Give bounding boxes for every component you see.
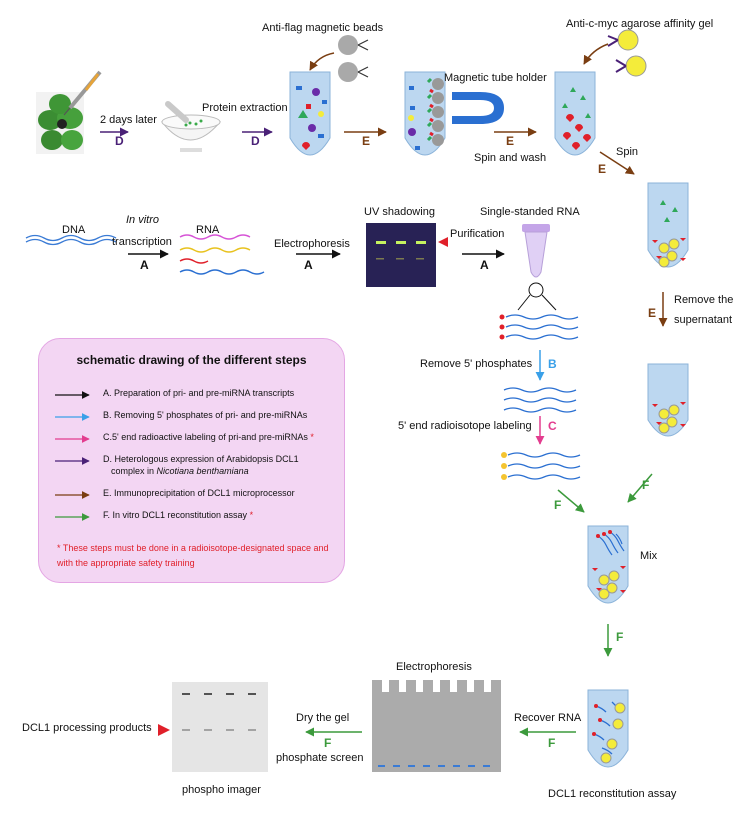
legend-text-d-species: Nicotiana benthamiana	[156, 466, 249, 476]
tube-eluate	[554, 71, 596, 156]
legend-arrow-c	[55, 435, 90, 443]
step-letter-f-2: F	[642, 478, 650, 492]
mortar-icon	[160, 101, 222, 152]
arrow-e-3	[599, 151, 635, 175]
legend-arrow-f	[55, 513, 90, 521]
label-remove-phosphates: Remove 5' phosphates	[420, 358, 533, 370]
label-electrophoresis-2: Electrophoresis	[396, 661, 472, 673]
step-letter-f-1: F	[554, 498, 562, 512]
label-transcription: transcription	[112, 236, 172, 248]
legend-arrow-a	[55, 391, 90, 399]
legend-safety-note: * These steps must be done in a radioiso…	[57, 543, 329, 568]
label-dcl1-products: DCL1 processing products	[22, 722, 152, 734]
label-mix: Mix	[640, 550, 658, 562]
legend-text-f: F. In vitro DCL1 reconstitution assay	[103, 510, 248, 520]
step-letter-e-4: E	[648, 306, 657, 320]
legend-box: schematic drawing of the different steps…	[38, 338, 345, 583]
step-letter-f-3: F	[616, 630, 624, 644]
legend-text-d-line2: complex in Nicotiana benthamiana	[103, 466, 249, 476]
red-pointer-products-icon	[158, 724, 170, 736]
step-letter-c: C	[548, 419, 557, 433]
label-electrophoresis-1: Electrophoresis	[274, 238, 350, 250]
label-supernatant: supernatant	[674, 314, 733, 326]
step-letter-d-2: D	[251, 134, 260, 148]
label-rna: RNA	[196, 224, 220, 236]
tube-beads-washed	[647, 363, 689, 437]
legend-arrow-d	[55, 457, 90, 465]
syringe-icon	[63, 70, 102, 116]
tube-spin	[647, 182, 689, 268]
label-protein-extraction: Protein extraction	[202, 102, 288, 114]
step-letter-b: B	[548, 357, 557, 371]
legend-text-d: D. Heterologous expression of Arabidopsi…	[103, 454, 299, 464]
tube-reconstitution	[587, 689, 629, 768]
step-letter-a-3: A	[480, 258, 489, 272]
legend-text-a: A. Preparation of pri- and pre-miRNA tra…	[103, 388, 295, 398]
legend-star-f: *	[249, 510, 254, 520]
step-letter-e-1: E	[362, 134, 371, 148]
phospho-image	[172, 682, 268, 772]
magnetic-beads-icon	[338, 35, 369, 82]
legend-star-c: *	[310, 432, 314, 442]
legend-text-b: B. Removing 5' phosphates of pri- and pr…	[103, 410, 308, 420]
step-letter-f-5: F	[324, 736, 332, 750]
label-uv-shadowing: UV shadowing	[364, 206, 435, 218]
rna-phosphorylated	[499, 314, 579, 340]
eppendorf-tube-icon	[517, 224, 557, 311]
label-radio-label: 5' end radioisotope labeling	[398, 420, 532, 432]
legend-text-e: E. Immunoprecipitation of DCL1 microproc…	[103, 488, 295, 498]
label-single-rna: Single-standed RNA	[480, 206, 580, 218]
agarose-beads-icon	[607, 29, 647, 77]
rna-transcripts	[179, 234, 265, 275]
label-in-vitro: In vitro	[126, 214, 160, 226]
label-spin: Spin	[616, 146, 639, 158]
arrow-gel-add	[583, 43, 609, 65]
label-recover-rna: Recover RNA	[514, 712, 582, 724]
dna-strands	[25, 234, 117, 246]
rna-radiolabeled	[501, 452, 581, 480]
tube-protein-extract	[289, 71, 331, 156]
label-phosphate-screen: phosphate screen	[276, 752, 364, 764]
arrow-f-2	[627, 473, 653, 503]
label-phospho-imager: phospho imager	[182, 784, 261, 796]
step-letter-a-2: A	[304, 258, 313, 272]
tube-magnetic-holder	[404, 71, 504, 156]
label-anti-myc: Anti-c-myc agarose affinity gel	[566, 18, 714, 30]
legend-arrow-b	[55, 413, 90, 421]
step-letter-f-4: F	[548, 736, 556, 750]
step-letter-e-3: E	[598, 162, 607, 176]
legend-text-d-prefix: complex in	[111, 466, 157, 476]
magnet-icon	[452, 92, 504, 124]
label-remove-the: Remove the	[674, 294, 734, 306]
rna-dephosphorylated	[503, 387, 577, 413]
legend-text-c: C.5' end radioactive labeling of pri-and…	[103, 432, 308, 442]
legend-arrow-e	[55, 491, 90, 499]
tube-mix	[587, 525, 629, 604]
step-letter-a-1: A	[140, 258, 149, 272]
uv-gel	[366, 223, 436, 287]
label-magnetic-holder: Magnetic tube holder	[444, 72, 547, 84]
label-two-days: 2 days later	[100, 114, 157, 126]
step-letter-d-1: D	[115, 134, 124, 148]
red-pointer-icon	[438, 237, 448, 247]
arrow-f-1	[557, 489, 585, 513]
legend-title: schematic drawing of the different steps	[76, 353, 307, 367]
label-purification: Purification	[450, 228, 505, 240]
electrophoresis-gel	[372, 680, 501, 772]
label-dna: DNA	[62, 224, 86, 236]
label-spin-wash: Spin and wash	[474, 152, 547, 164]
label-dry-gel: Dry the gel	[296, 712, 350, 724]
label-dcl1-assay: DCL1 reconstitution assay	[548, 788, 677, 800]
label-anti-flag: Anti-flag magnetic beads	[262, 22, 384, 34]
step-letter-e-2: E	[506, 134, 515, 148]
arrow-bead-add	[309, 52, 335, 71]
